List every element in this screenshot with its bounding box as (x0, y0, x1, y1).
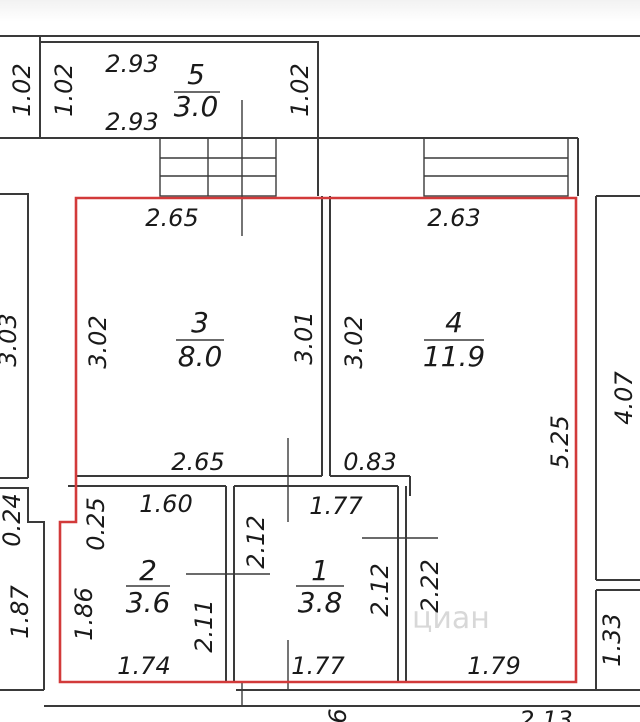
dim-3-03: 3.03 (0, 313, 22, 366)
dim-room1-top: 1.77 (309, 492, 363, 520)
window-hatching-right (423, 137, 569, 197)
dim-6: 6 (324, 708, 352, 722)
room-3-area: 8.0 (178, 340, 223, 373)
room-2-number: 2 (139, 554, 157, 587)
dim-1-02-left: 1.02 (8, 63, 36, 116)
dim-room2-bottom: 1.74 (117, 652, 170, 680)
dim-2-12-right: 2.12 (366, 563, 394, 616)
room-3-number: 3 (191, 306, 209, 339)
room-4-area: 11.9 (423, 340, 485, 373)
dim-balcony-bottom: 2.93 (105, 108, 158, 136)
balcony-walls (0, 35, 640, 139)
dim-1-02-mid: 1.02 (50, 63, 78, 116)
watermark: циан (412, 601, 490, 636)
dim-0-25: 0.25 (82, 497, 110, 550)
dim-2-12-left: 2.12 (242, 515, 270, 568)
dim-1-33: 1.33 (598, 613, 626, 666)
window-hatching-left (159, 100, 277, 236)
dim-1-87: 1.87 (6, 585, 34, 639)
room-1-number: 1 (311, 554, 329, 587)
dim-room1-bottom: 1.77 (291, 652, 345, 680)
dim-2-22: 2.22 (416, 559, 444, 612)
room-2-area: 3.6 (126, 586, 171, 619)
dim-1-79: 1.79 (467, 652, 520, 680)
room-label-4: 4 11.9 (423, 306, 485, 373)
dim-2-11: 2.11 (190, 599, 218, 652)
dim-room3-right: 3.01 (290, 311, 318, 364)
room-5-number: 5 (187, 58, 205, 91)
interior-walls (68, 196, 438, 706)
dim-0-83: 0.83 (343, 448, 396, 476)
room-label-3: 3 8.0 (176, 306, 224, 373)
dim-room4-left: 3.02 (340, 315, 368, 368)
dim-1-86: 1.86 (70, 587, 98, 640)
room-label-1: 1 3.8 (296, 554, 344, 619)
top-bar (0, 0, 640, 22)
dim-5-25: 5.25 (546, 415, 574, 468)
dim-2-13: 2.13 (519, 706, 572, 722)
room-4-number: 4 (445, 306, 463, 339)
apartment-outline (58, 196, 578, 684)
dim-room3-left: 3.02 (84, 315, 112, 368)
dim-room4-top: 2.63 (427, 204, 480, 232)
dim-balcony-top: 2.93 (105, 50, 158, 78)
dim-room2-top: 1.60 (139, 490, 192, 518)
dim-0-24: 0.24 (0, 493, 26, 546)
room-label-2: 2 3.6 (126, 554, 171, 619)
dim-room3-top: 2.65 (145, 204, 198, 232)
dim-4-07: 4.07 (610, 371, 638, 425)
dim-room3-bottom: 2.65 (171, 448, 224, 476)
room-label-5: 5 3.0 (174, 58, 220, 123)
room-1-area: 3.8 (298, 586, 343, 619)
dim-1-02-right: 1.02 (286, 63, 314, 116)
room-5-area: 3.0 (174, 90, 219, 123)
